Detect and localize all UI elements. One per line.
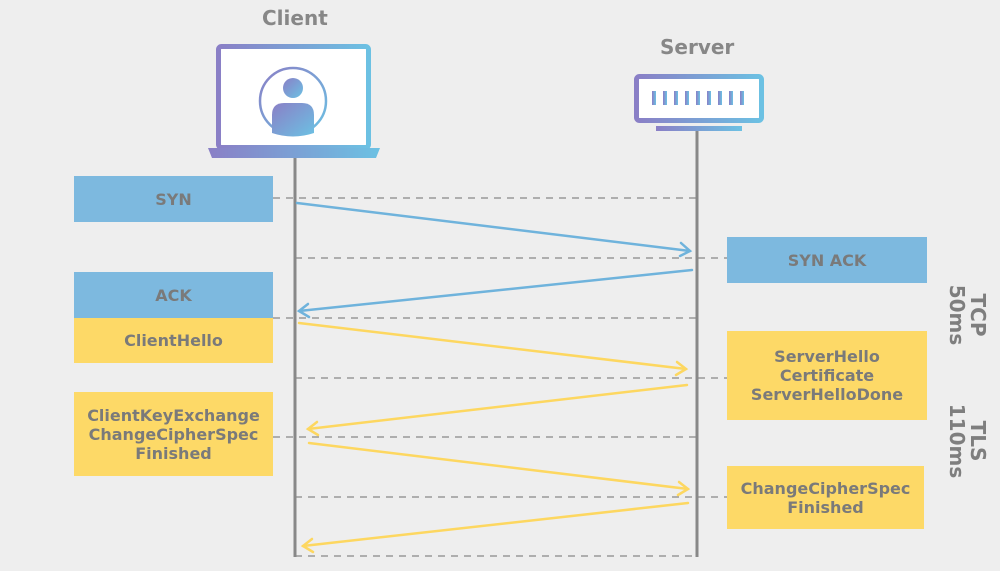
tls-name: TLS	[966, 420, 990, 462]
arrow-change-cipher-spec	[301, 501, 690, 548]
syn-ack-label: SYN ACK	[787, 250, 867, 270]
tls-phase-label: TLS 110ms	[942, 401, 990, 481]
tcp-phase-label: TCP 50ms	[942, 280, 990, 350]
laptop-user-icon	[208, 44, 380, 158]
tls-duration: 110ms	[945, 403, 969, 479]
server-title: Server	[660, 35, 735, 59]
server-hello-done-label: ServerHelloDone	[750, 385, 904, 404]
client-key-exchange-message: ClientKeyExchange ChangeCipherSpec Finis…	[74, 392, 273, 476]
client-title: Client	[262, 6, 328, 30]
server-hello-message: ServerHello Certificate ServerHelloDone	[727, 331, 927, 420]
arrow-client-key-exchange	[307, 441, 690, 491]
client-hello-label: ClientHello	[124, 331, 223, 350]
tcp-name: TCP	[966, 293, 990, 337]
arrow-server-hello	[306, 383, 689, 431]
server-change-cipher-spec-label: ChangeCipherSpec	[740, 478, 911, 498]
arrow-client-hello	[297, 321, 688, 371]
certificate-label: Certificate	[779, 366, 875, 385]
syn-message: SYN	[74, 176, 273, 222]
ack-message: ACK	[74, 272, 273, 318]
client-change-cipher-spec-label: ChangeCipherSpec	[88, 424, 259, 444]
server-finished-label: Finished	[787, 497, 864, 517]
client-key-exchange-label: ClientKeyExchange	[87, 405, 260, 425]
syn-ack-message: SYN ACK	[727, 237, 927, 283]
client-hello-message: ClientHello	[74, 318, 273, 363]
ack-label: ACK	[155, 285, 192, 305]
client-finished-label: Finished	[135, 443, 212, 463]
arrow-syn-ack	[297, 268, 694, 313]
dashed-guides	[273, 197, 727, 557]
server-rack-icon	[634, 74, 764, 131]
server-hello-label: ServerHello	[774, 347, 880, 366]
syn-label: SYN	[155, 189, 192, 209]
tcp-duration: 50ms	[945, 284, 969, 346]
arrow-syn	[295, 201, 692, 253]
server-change-cipher-spec-message: ChangeCipherSpec Finished	[727, 466, 924, 529]
